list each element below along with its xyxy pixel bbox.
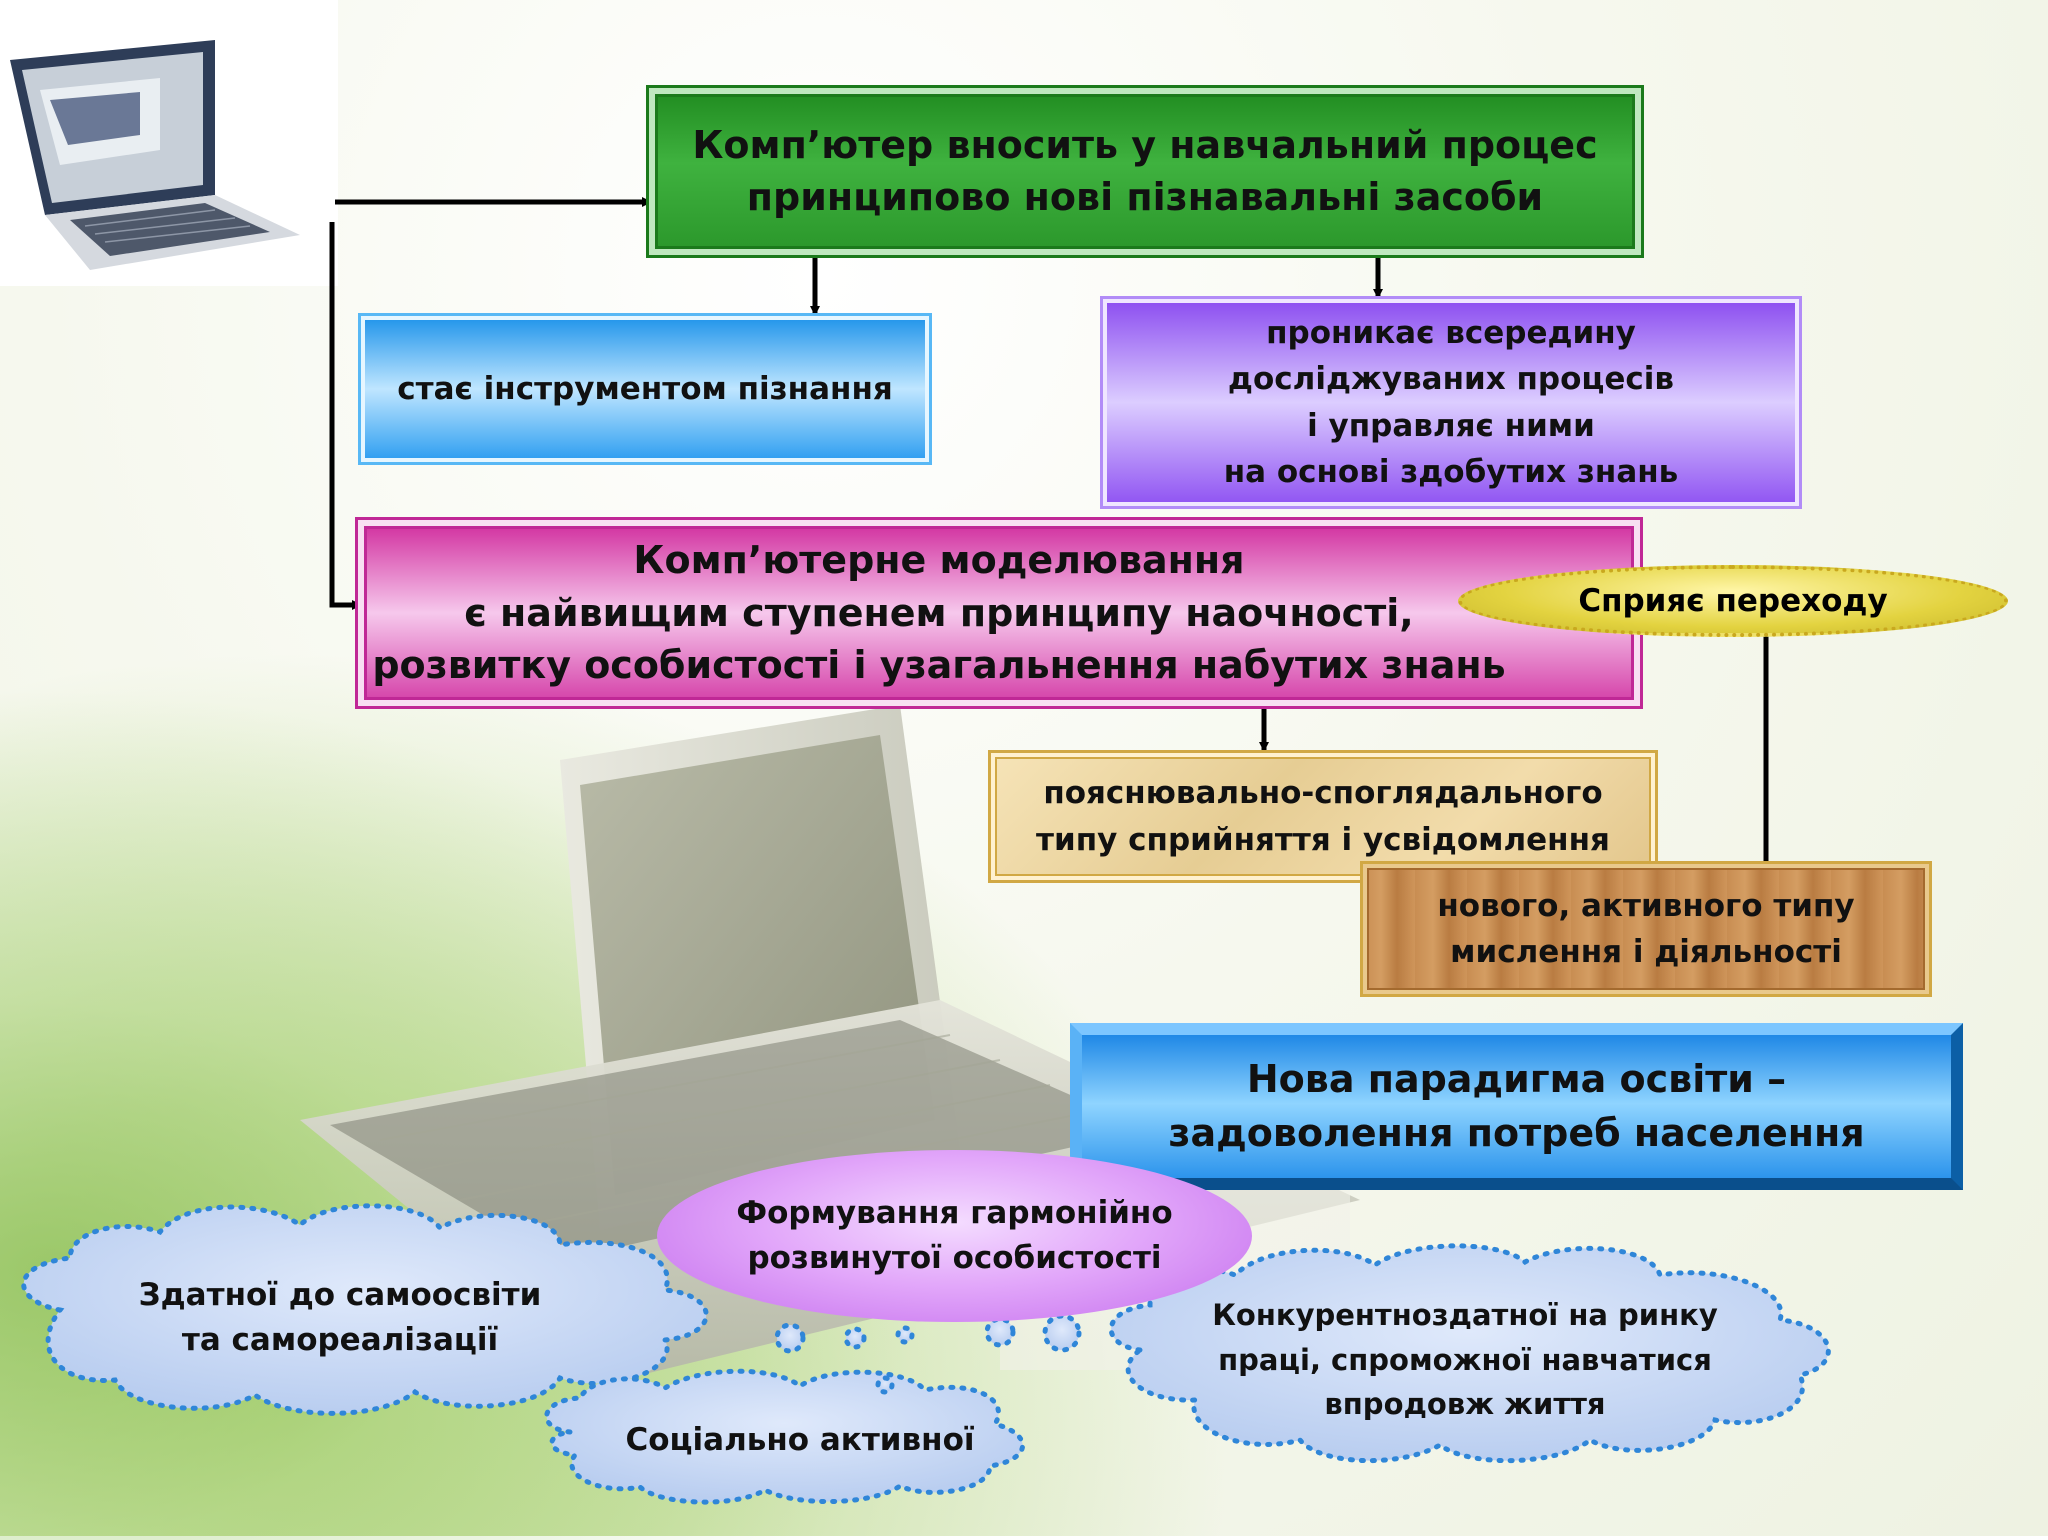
harmonious-personality-oval: Формування гармонійно розвинутої особист… xyxy=(657,1150,1252,1322)
penetrates-line-1: проникає всередину xyxy=(1266,314,1636,351)
promotes-transition-oval: Сприяє переходу xyxy=(1458,565,2008,637)
new-paradigm-box: Нова парадигма освіти – задоволення потр… xyxy=(1070,1023,1963,1190)
cloud-self-education: Здатної до самоосвіти та самореалізації xyxy=(90,1260,590,1375)
new-active-line-1: нового, активного типу xyxy=(1437,887,1855,924)
modeling-line-1: Комп’ютерне моделювання xyxy=(633,538,1245,583)
modeling-line-3: розвитку особистості і узагальнення набу… xyxy=(372,643,1506,688)
harmonious-line-2: розвинутої особистості xyxy=(747,1240,1162,1276)
cloud-competitive-line-2: праці, спроможної навчатися xyxy=(1218,1342,1712,1377)
cloud-self-education-line-1: Здатної до самоосвіти xyxy=(138,1276,542,1313)
explanatory-line-1: пояснювально-споглядального xyxy=(1043,775,1603,811)
penetrates-line-4: на основі здобутих знань xyxy=(1223,454,1679,490)
cloud-competitive-line-3: впродовж життя xyxy=(1324,1387,1606,1422)
cloud-dot-6 xyxy=(1042,1313,1082,1353)
new-active-line-2: мислення і діяльності xyxy=(1450,934,1842,970)
cloud-dot-3 xyxy=(875,1375,895,1395)
new-paradigm-line-2: задоволення потреб населення xyxy=(1168,1110,1865,1155)
tool-of-cognition-box: стає інструментом пізнання xyxy=(358,313,932,465)
cloud-dot-1 xyxy=(774,1322,806,1354)
new-active-thinking-box: нового, активного типу мислення і діяльн… xyxy=(1360,861,1932,997)
explanatory-line-2: типу сприйняття і усвідомлення xyxy=(1036,821,1610,858)
arrow-laptop-to-modeling xyxy=(329,222,362,610)
cloud-dot-5 xyxy=(984,1316,1016,1348)
penetrates-line-3: і управляє ними xyxy=(1307,407,1595,444)
main-statement-line-2: принципово нові пізнавальні засоби xyxy=(746,174,1544,219)
computer-modeling-box: Комп’ютерне моделювання є найвищим ступе… xyxy=(355,517,1643,709)
explanatory-contemplative-box: пояснювально-споглядального типу сприйня… xyxy=(988,750,1658,883)
main-statement-line-1: Комп’ютер вносить у навчальний процес xyxy=(692,122,1598,167)
cloud-competitive-shape xyxy=(1108,1243,1831,1464)
tool-of-cognition-text: стає інструментом пізнання xyxy=(397,370,893,407)
cloud-dot-2 xyxy=(843,1326,867,1350)
modeling-line-2: є найвищим ступенем принципу наочності, xyxy=(464,590,1414,635)
cloud-socially-active: Соціально активної xyxy=(600,1415,1000,1465)
penetrates-processes-box: проникає всередину досліджуваних процесі… xyxy=(1100,296,1802,509)
cloud-social-shape xyxy=(544,1368,1026,1505)
laptop-image xyxy=(0,0,338,286)
cloud-self-education-line-2: та самореалізації xyxy=(181,1321,499,1358)
cloud-competitive-line-1: Конкурентноздатної на ринку xyxy=(1212,1297,1718,1332)
cloud-socially-active-text: Соціально активної xyxy=(625,1421,975,1458)
cloud-self-education-shape xyxy=(21,1203,709,1416)
cloud-dot-4 xyxy=(895,1325,915,1345)
harmonious-line-1: Формування гармонійно xyxy=(736,1195,1173,1232)
cloud-competitive: Конкурентноздатної на ринку праці, спром… xyxy=(1185,1290,1745,1430)
penetrates-line-2: досліджуваних процесів xyxy=(1227,361,1675,397)
promotes-transition-text: Сприяє переходу xyxy=(1578,583,1888,619)
main-statement-box: Комп’ютер вносить у навчальний процес пр… xyxy=(646,85,1644,258)
new-paradigm-line-1: Нова парадигма освіти – xyxy=(1246,1057,1787,1102)
